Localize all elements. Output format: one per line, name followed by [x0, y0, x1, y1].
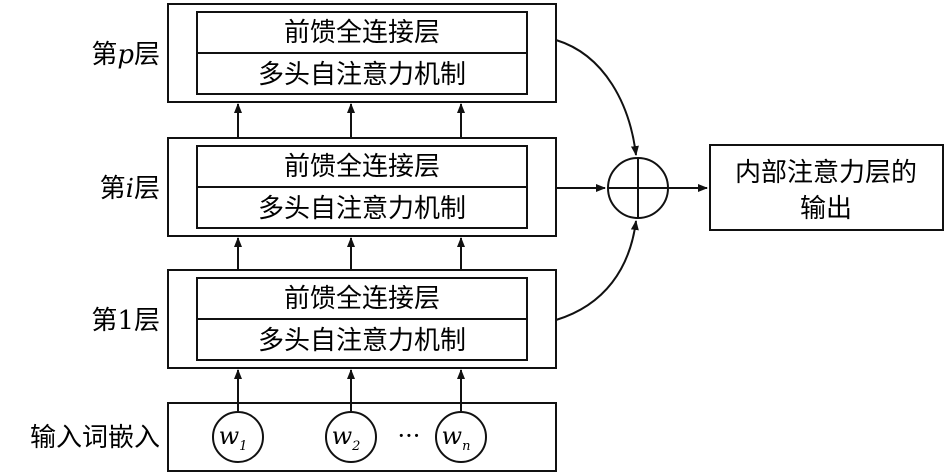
output-line-1: 内部注意力层的: [735, 158, 917, 188]
word-ellipsis: ···: [398, 422, 421, 450]
layer-i-name: 第i层: [100, 174, 160, 204]
svg-text:wn: wn: [442, 422, 471, 454]
sum-node: [607, 157, 669, 219]
layer-1-name: 第1层: [91, 306, 160, 336]
layer-p: 前馈全连接层 多头自注意力机制 第p层: [91, 3, 557, 103]
layer-i-attention-label: 多头自注意力机制: [258, 194, 466, 224]
output-box: 内部注意力层的 输出: [709, 144, 944, 231]
layer-1: 前馈全连接层 多头自注意力机制 第1层: [91, 269, 557, 369]
word-token-2: w2: [325, 411, 377, 463]
layer-p-attention-label: 多头自注意力机制: [258, 60, 466, 90]
arrows-input-to-layer1: [234, 369, 465, 411]
word-token-n: wn: [435, 411, 487, 463]
arrows-layeri-to-layerp: [234, 103, 465, 138]
layer-1-attention-label: 多头自注意力机制: [258, 326, 466, 356]
arrows-layer1-to-layeri: [234, 237, 465, 270]
word-token-1: w1: [212, 411, 264, 463]
layer-1-ffn-label: 前馈全连接层: [284, 284, 440, 314]
layer-p-ffn-label: 前馈全连接层: [284, 18, 440, 48]
layer-i-ffn-label: 前馈全连接层: [284, 152, 440, 182]
layer-i: 前馈全连接层 多头自注意力机制 第i层: [100, 137, 557, 237]
input-embedding-box: 输入词嵌入 w1 w2 ··· wn: [30, 402, 557, 472]
svg-text:w2: w2: [332, 422, 361, 454]
arrows-to-sum: [555, 39, 708, 321]
output-line-2: 输出: [800, 194, 852, 224]
svg-text:w1: w1: [219, 422, 248, 454]
layer-p-name: 第p层: [91, 40, 160, 70]
input-embedding-label: 输入词嵌入: [30, 423, 160, 453]
